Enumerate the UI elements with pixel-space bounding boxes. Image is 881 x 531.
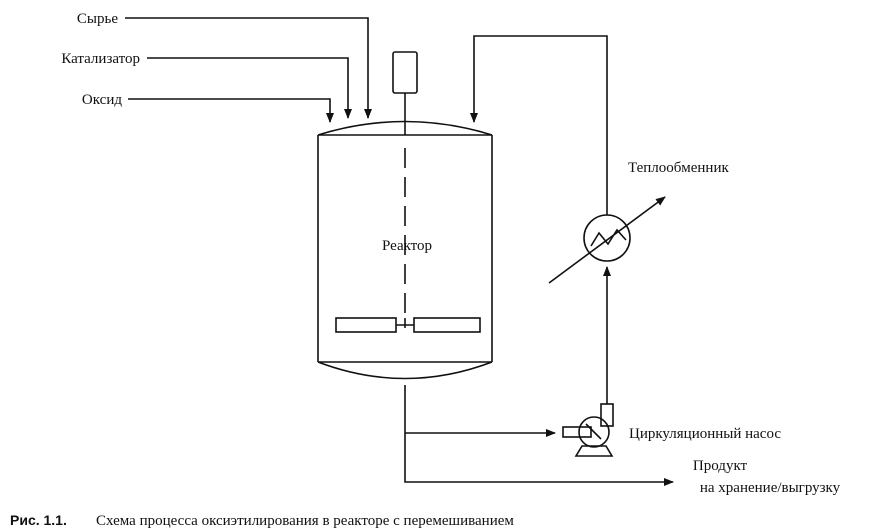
label-product-line2: на хранение/выгрузку — [700, 480, 841, 496]
label-product-line1: Продукт — [693, 458, 748, 474]
coolant-arrow — [548, 196, 666, 284]
feed-line-raw — [125, 17, 372, 119]
feed-line-oxide — [128, 98, 334, 123]
label-catalyst: Катализатор — [61, 51, 140, 67]
recycle-return-line — [470, 35, 608, 215]
agitator — [335, 51, 481, 333]
reactor-vessel — [317, 120, 493, 380]
circulation-pump — [562, 403, 614, 457]
label-reactor: Реактор — [382, 238, 432, 254]
label-pump: Циркуляционный насос — [629, 426, 781, 442]
label-oxide: Оксид — [82, 92, 122, 108]
label-raw: Сырье — [77, 11, 118, 27]
figure-caption: Схема процесса оксиэтилирования в реакто… — [96, 513, 514, 529]
label-heat-exchanger: Теплообменник — [628, 160, 729, 176]
product-line — [404, 385, 674, 486]
agitator-blade-right — [413, 317, 481, 333]
feed-line-catalyst — [147, 57, 352, 119]
agitator-blade-left — [335, 317, 397, 333]
agitator-motor — [392, 51, 418, 94]
figure-number: Рис. 1.1. — [10, 512, 67, 528]
